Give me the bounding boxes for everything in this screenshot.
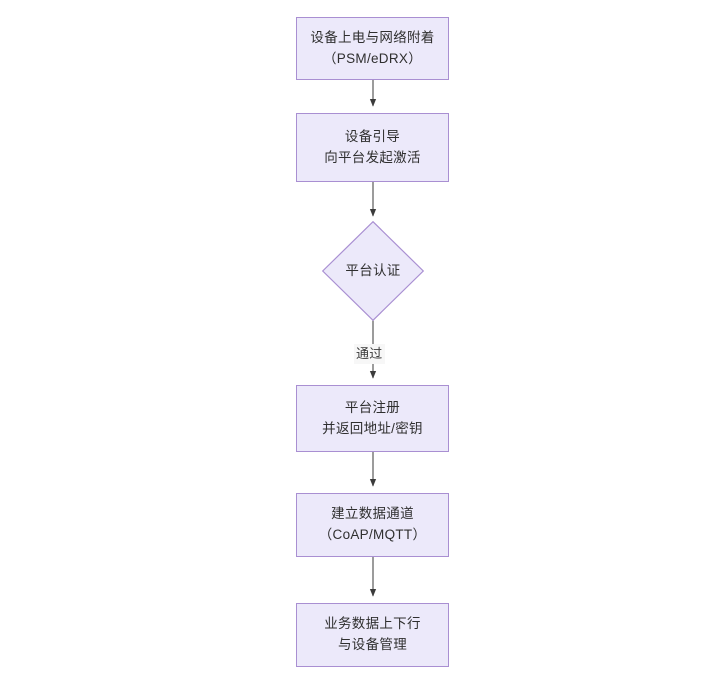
node-platform-auth-decision[interactable]: 平台认证 [322,221,424,321]
node-device-power-on[interactable]: 设备上电与网络附着 （PSM/eDRX） [296,17,449,80]
node-establish-data-channel[interactable]: 建立数据通道 （CoAP/MQTT） [296,493,449,557]
node-line: 设备引导 [344,128,401,144]
node-line: 建立数据通道 [331,506,414,522]
diamond-shape-icon [322,221,424,321]
node-line: 设备上电与网络附着 [310,29,435,45]
node-line: 业务数据上下行 [324,616,421,632]
edge-label-pass: 通过 [354,344,385,365]
node-device-bootstrap[interactable]: 设备引导 向平台发起激活 [296,113,449,182]
node-business-data-and-device-mgmt[interactable]: 业务数据上下行 与设备管理 [296,603,449,667]
node-line: 平台认证 [345,262,401,278]
node-line: （PSM/eDRX） [322,50,423,66]
node-line: 平台注册 [344,399,401,415]
node-line: （CoAP/MQTT） [318,527,427,542]
node-line: 向平台发起激活 [324,149,421,165]
edge-label-text: 通过 [356,346,383,361]
node-line: 并返回地址/密钥 [322,420,423,436]
node-line: 与设备管理 [338,637,407,652]
node-platform-register[interactable]: 平台注册 并返回地址/密钥 [296,385,449,452]
